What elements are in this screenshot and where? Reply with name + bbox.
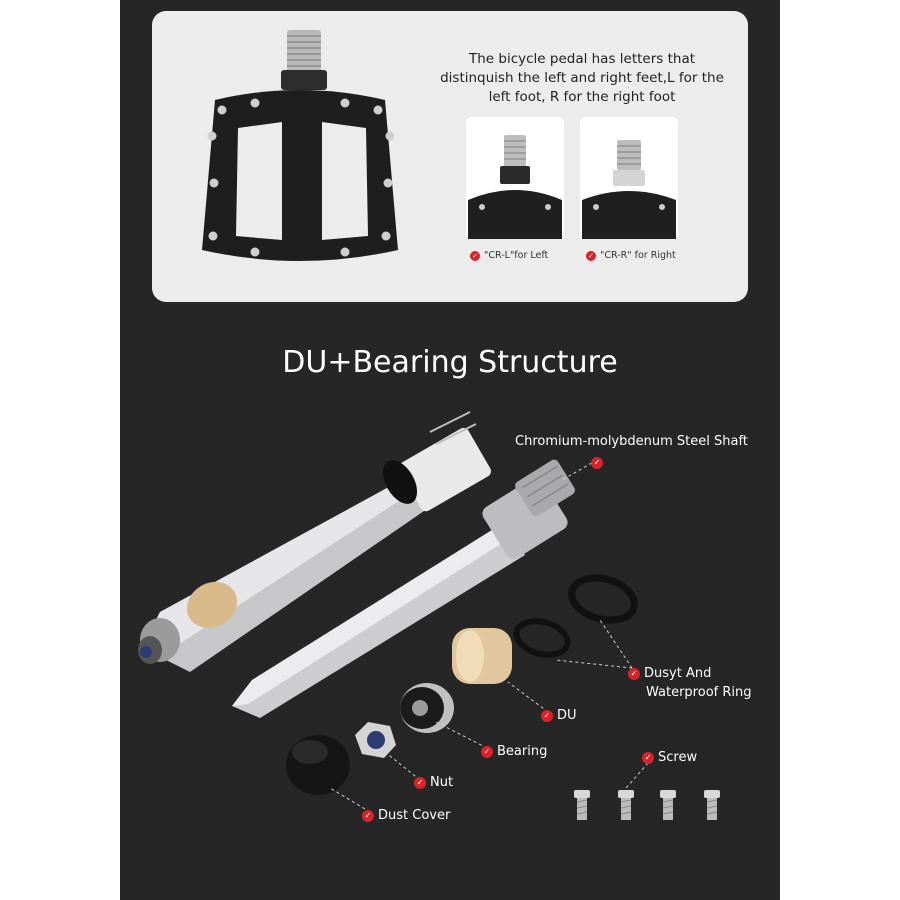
check-icon: ✓ bbox=[481, 745, 493, 758]
check-icon: ✓ bbox=[628, 667, 640, 680]
check-icon: ✓ bbox=[541, 709, 553, 722]
bare-spindle bbox=[232, 459, 575, 718]
du-label: ✓DU bbox=[541, 706, 577, 725]
check-icon: ✓ bbox=[586, 250, 596, 261]
pedal-image bbox=[202, 30, 398, 261]
section-title: DU+Bearing Structure bbox=[282, 345, 618, 380]
nut-label: ✓Nut bbox=[414, 773, 453, 792]
check-icon: ✓ bbox=[470, 250, 480, 261]
left-pedal-thumbnail bbox=[466, 117, 564, 239]
check-icon: ✓ bbox=[591, 452, 607, 471]
right-pedal-thumbnail bbox=[580, 117, 678, 239]
du-bushing bbox=[452, 628, 512, 684]
screws bbox=[574, 790, 720, 820]
ring-label-line2: Waterproof Ring bbox=[646, 685, 752, 700]
ring-label: ✓Dusyt And bbox=[628, 664, 711, 683]
left-pedal-label: ✓"CR-L"for Left bbox=[470, 250, 548, 261]
bearing-label: ✓Bearing bbox=[481, 742, 547, 761]
dust-cover-label: ✓Dust Cover bbox=[362, 806, 450, 825]
bearing-part bbox=[400, 683, 454, 733]
nut-part bbox=[355, 722, 396, 758]
pedal-caption: The bicycle pedal has letters that disti… bbox=[440, 51, 724, 105]
ring-small bbox=[513, 618, 571, 658]
check-icon: ✓ bbox=[414, 776, 426, 789]
shaft-label: Chromium-molybdenum Steel Shaft bbox=[515, 434, 748, 449]
check-icon: ✓ bbox=[642, 751, 654, 764]
check-icon: ✓ bbox=[362, 809, 374, 822]
dust-cover-part bbox=[286, 735, 350, 795]
right-pedal-label: ✓"CR-R" for Right bbox=[586, 250, 676, 261]
screw-label: ✓Screw bbox=[642, 748, 697, 767]
assembled-spindle bbox=[138, 411, 491, 672]
ring-large bbox=[568, 574, 638, 624]
